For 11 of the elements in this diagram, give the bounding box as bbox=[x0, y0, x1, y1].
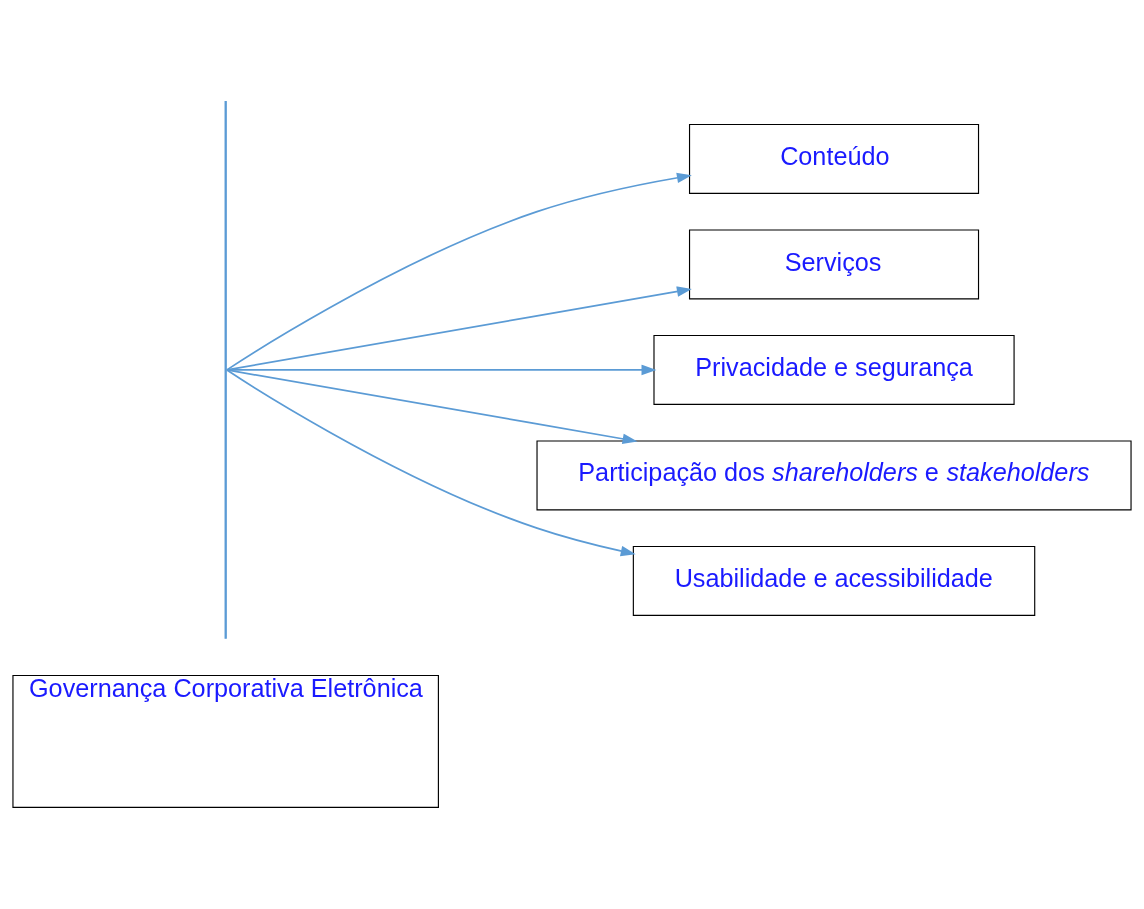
arrow bbox=[226, 286, 692, 371]
node-box: Privacidade e segurança bbox=[653, 334, 1015, 405]
node-box: Governança Corporativa Eletrônica bbox=[12, 674, 439, 808]
node-box: Serviços bbox=[688, 229, 980, 300]
arrow bbox=[226, 369, 638, 444]
arrow bbox=[226, 172, 692, 371]
node-box: Usabilidade e acessibilidade bbox=[632, 545, 1036, 616]
node-box: Conteúdo bbox=[688, 123, 980, 194]
node-bar bbox=[224, 101, 227, 639]
node-box: Participação dos shareholders e stakeholders bbox=[536, 440, 1132, 511]
arrow bbox=[226, 369, 636, 557]
